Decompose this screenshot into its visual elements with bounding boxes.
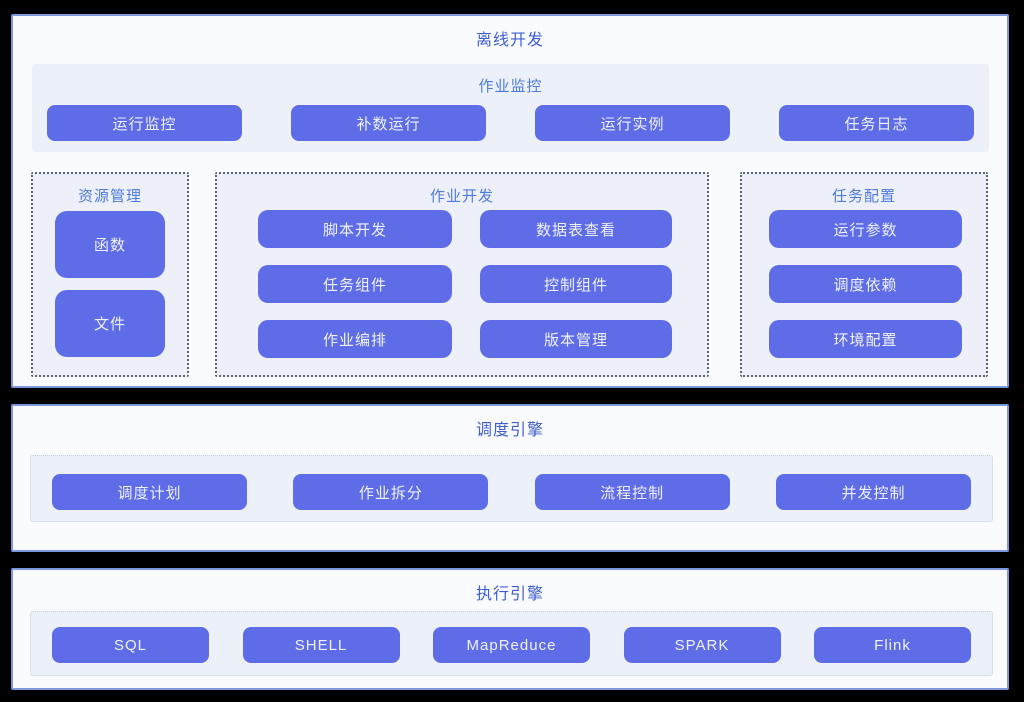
section-job-dev-title: 作业开发: [429, 188, 494, 205]
section-job-monitor-title: 作业监控: [478, 78, 543, 95]
node-concurrency-control: 并发控制: [775, 474, 971, 510]
section-job-development: 作业开发 脚本开发 数据表查看 任务组件 控制组件 作业编排 版本管理: [215, 172, 709, 377]
panel-scheduling-engine: 调度引擎 调度计划 作业拆分 流程控制 并发控制: [11, 404, 1009, 552]
scheduling-node-row: 调度计划 作业拆分 流程控制 并发控制: [31, 474, 992, 510]
node-shell: SHELL: [242, 627, 400, 663]
node-control-component: 控制组件: [480, 265, 672, 303]
node-backfill-run: 补数运行: [291, 105, 486, 141]
section-task-config: 任务配置 运行参数 调度依赖 环境配置: [740, 172, 988, 377]
job-monitor-node-row: 运行监控 补数运行 运行实例 任务日志: [32, 105, 989, 141]
panel-execution-engine: 执行引擎 SQL SHELL MapReduce SPARK Flink: [11, 568, 1009, 690]
node-script-development: 脚本开发: [258, 210, 452, 248]
panel-schedule-title: 调度引擎: [475, 422, 544, 439]
node-flow-control: 流程控制: [534, 474, 730, 510]
section-task-config-title: 任务配置: [831, 188, 896, 205]
node-mapreduce: MapReduce: [433, 627, 590, 663]
node-schedule-dependency: 调度依赖: [769, 265, 962, 303]
node-job-split: 作业拆分: [293, 474, 489, 510]
panel-offline-dev: 离线开发 作业监控 运行监控 补数运行 运行实例 任务日志 资源管理 函数 文件…: [11, 14, 1009, 388]
execution-node-strip: SQL SHELL MapReduce SPARK Flink: [30, 611, 993, 676]
node-environment-config: 环境配置: [769, 320, 962, 358]
panel-offline-title: 离线开发: [475, 32, 544, 49]
node-job-orchestration: 作业编排: [258, 320, 452, 358]
node-function: 函数: [55, 211, 165, 278]
node-run-parameters: 运行参数: [769, 210, 962, 248]
node-task-component: 任务组件: [258, 265, 452, 303]
section-resource-title: 资源管理: [77, 188, 142, 205]
node-task-log: 任务日志: [779, 105, 974, 141]
panel-execute-title: 执行引擎: [475, 586, 544, 603]
node-schedule-plan: 调度计划: [52, 474, 247, 510]
node-run-monitoring: 运行监控: [47, 105, 242, 141]
scheduling-node-strip: 调度计划 作业拆分 流程控制 并发控制: [30, 455, 993, 522]
node-flink: Flink: [814, 627, 971, 663]
node-data-table-view: 数据表查看: [480, 210, 672, 248]
node-spark: SPARK: [623, 627, 781, 663]
section-job-monitor: 作业监控 运行监控 补数运行 运行实例 任务日志: [32, 64, 989, 152]
section-resource-management: 资源管理 函数 文件: [31, 172, 189, 377]
execution-node-row: SQL SHELL MapReduce SPARK Flink: [31, 627, 992, 663]
node-run-instance: 运行实例: [535, 105, 730, 141]
node-file: 文件: [55, 290, 165, 357]
node-sql: SQL: [52, 627, 209, 663]
node-version-management: 版本管理: [480, 320, 672, 358]
